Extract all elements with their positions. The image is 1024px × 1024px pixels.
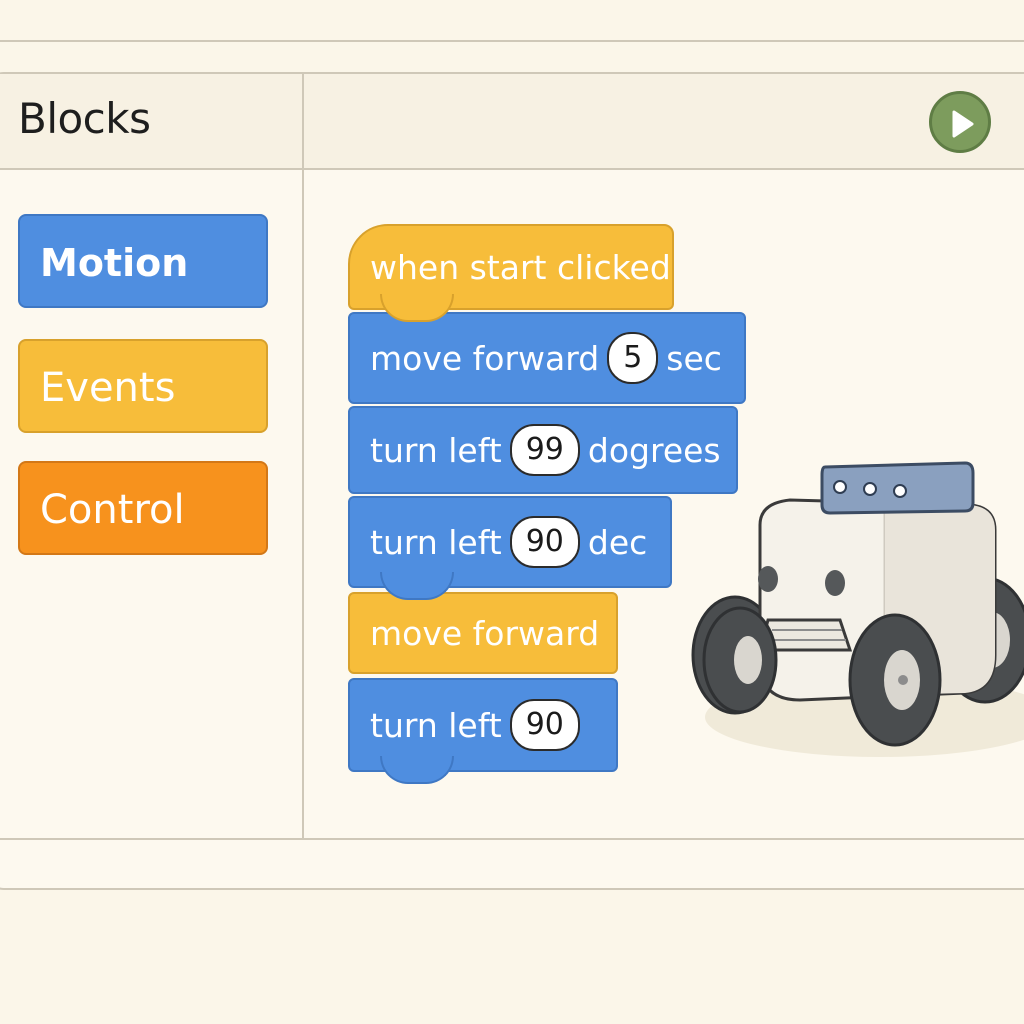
unit-label: dogrees: [587, 430, 721, 470]
play-icon: [952, 110, 974, 138]
block-move-forward[interactable]: move forward: [348, 592, 618, 674]
run-button[interactable]: [929, 91, 991, 153]
block-label: move forward: [370, 338, 600, 378]
header-bar: [0, 74, 1024, 170]
block-move-forward-timed[interactable]: move forward 5 sec: [348, 312, 746, 404]
block-label: move forward: [370, 613, 600, 653]
robot-sprite[interactable]: [690, 455, 1024, 765]
block-label: turn left: [370, 430, 502, 470]
category-control[interactable]: Control: [18, 461, 268, 555]
block-turn-left-degrees[interactable]: turn left 99 dogrees: [348, 406, 738, 494]
block-label: turn left: [370, 705, 502, 745]
block-when-start-clicked[interactable]: when start clicked: [348, 224, 674, 322]
bottom-divider: [0, 838, 1024, 840]
value-input[interactable]: 90: [509, 516, 580, 568]
value-input[interactable]: 5: [607, 332, 659, 384]
block-turn-left-dec[interactable]: turn left 90 dec: [348, 496, 672, 600]
panel-divider[interactable]: [302, 74, 304, 838]
unit-label: dec: [587, 522, 648, 562]
block-turn-left[interactable]: turn left 90: [348, 678, 618, 784]
unit-label: sec: [666, 338, 722, 378]
block-label: turn left: [370, 522, 502, 562]
category-motion[interactable]: Motion: [18, 214, 268, 308]
palette-title: Blocks: [18, 94, 151, 143]
value-input[interactable]: 90: [509, 699, 580, 751]
top-divider: [0, 40, 1024, 42]
category-events[interactable]: Events: [18, 339, 268, 433]
block-label: when start clicked: [370, 247, 671, 287]
value-input[interactable]: 99: [509, 424, 580, 476]
